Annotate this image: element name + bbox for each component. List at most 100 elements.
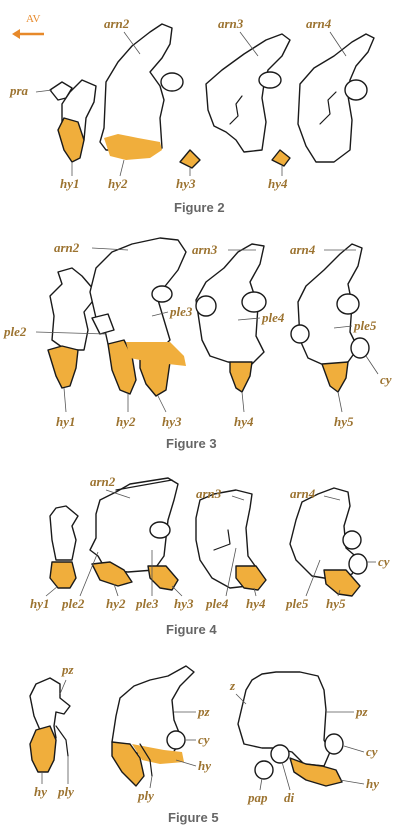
label-arn3: arn3 — [192, 242, 218, 257]
label-hy2: hy2 — [116, 414, 136, 429]
label-pz-a: pz — [61, 662, 75, 677]
leader-hy3 — [171, 585, 183, 597]
label-cy: cy — [380, 372, 392, 387]
label-arn3: arn3 — [218, 16, 244, 31]
leader-hy3 — [157, 395, 167, 413]
leader-arn2 — [123, 31, 141, 55]
vertebra-1 — [49, 505, 79, 561]
label-ply-a: ply — [57, 784, 74, 799]
hy5-element — [321, 361, 349, 393]
hy4-element — [235, 565, 267, 591]
figure-3: arn2 arn3 arn4 ple2 ple3 ple4 ple5 cy hy… — [3, 237, 392, 451]
vertebra-4-condyle — [290, 324, 310, 344]
label-z: z — [229, 678, 236, 693]
label-hy5: hy5 — [334, 414, 354, 429]
label-arn4: arn4 — [290, 486, 316, 501]
label-di: di — [284, 790, 295, 805]
label-hy4: hy4 — [246, 596, 266, 611]
leader-hy5 — [337, 589, 341, 597]
vertebra-2 — [89, 477, 179, 573]
ple-shading-2 — [126, 342, 186, 366]
label-hy3: hy3 — [176, 176, 196, 191]
label-hy3: hy3 — [162, 414, 182, 429]
vertebra-3-detail — [229, 95, 243, 125]
vertebra-a-ply — [55, 725, 69, 757]
vertebra-2-process — [151, 285, 173, 303]
hy-shading-b — [132, 744, 184, 764]
label-hy2: hy2 — [108, 176, 128, 191]
label-arn2: arn2 — [104, 16, 130, 31]
vertebra-3-process — [258, 71, 282, 89]
vertebra-4 — [289, 487, 361, 581]
leader-arn2 — [91, 247, 129, 251]
vertebra-4-detail — [319, 91, 337, 125]
label-pz-c: pz — [355, 704, 369, 719]
leader-hy2 — [119, 159, 125, 177]
leader-ple4 — [225, 547, 237, 597]
leader-di — [281, 761, 291, 791]
leader-ple5 — [305, 559, 321, 597]
figure-5: pz hy ply pz cy hy ply z pz cy hy pap di… — [29, 662, 379, 825]
vertebra-4-cy-process — [348, 553, 368, 575]
label-hy1: hy1 — [30, 596, 50, 611]
vertebra-c-pap-process — [254, 760, 274, 780]
caption-figure-4: Figure 4 — [166, 622, 217, 637]
leader-arn4 — [329, 31, 347, 57]
leader-arn2 — [105, 489, 131, 499]
leader-ple2 — [35, 331, 107, 335]
vertebra-3-detail — [213, 529, 231, 551]
hy2-element — [104, 134, 162, 160]
label-hy-b: hy — [198, 758, 211, 773]
leader-ple2 — [79, 551, 99, 597]
hy-element-a — [29, 725, 57, 773]
label-pap: pap — [247, 790, 268, 805]
hy1-element — [47, 345, 79, 389]
anterior-direction-indicator: AV — [12, 13, 44, 39]
vertebra-3 — [195, 489, 259, 589]
label-hy-c: hy — [366, 776, 379, 791]
leader-pra — [35, 89, 53, 93]
label-hy2: hy2 — [106, 596, 126, 611]
hy1-element — [57, 117, 85, 163]
label-ple5: ple5 — [353, 318, 377, 333]
leader-ple3 — [151, 311, 169, 317]
hy1-element — [49, 561, 77, 589]
label-ply-b: ply — [137, 788, 154, 803]
leader-hy4 — [253, 587, 257, 597]
leader-hy-c — [339, 779, 365, 785]
vertebra-4-process — [336, 293, 360, 315]
hy3-element — [147, 565, 179, 591]
leader-pz-a — [59, 679, 67, 695]
label-ple3: ple3 — [169, 304, 193, 319]
hy3-element — [179, 149, 201, 169]
label-ple5: ple5 — [285, 596, 309, 611]
label-ple4: ple4 — [261, 310, 285, 325]
leader-arn3 — [239, 31, 259, 57]
vertebra-c-di-process — [270, 744, 290, 764]
vertebra-3 — [205, 33, 291, 153]
leader-ple4 — [237, 317, 261, 321]
label-ple2: ple2 — [61, 596, 85, 611]
leader-pap — [259, 777, 263, 791]
leader-hy5 — [337, 391, 343, 413]
caption-figure-3: Figure 3 — [166, 436, 217, 451]
leader-arn4 — [323, 495, 341, 501]
vertebra-2-process — [149, 521, 171, 539]
figure-2: pra arn2 arn3 arn4 hy1 hy2 hy3 hy4 Figur… — [9, 16, 375, 215]
vertebra-2 — [99, 23, 173, 151]
leader-hy2 — [113, 583, 119, 597]
hy-element-c — [289, 757, 343, 787]
hy2-element — [91, 561, 133, 587]
caption-figure-5: Figure 5 — [168, 810, 219, 825]
label-hy-a: hy — [34, 784, 47, 799]
arrow-left-icon — [12, 29, 20, 39]
vertebra-1 — [49, 267, 95, 351]
vertebra-b-ply — [139, 743, 153, 777]
leader-hy4 — [241, 391, 245, 413]
label-hy4: hy4 — [268, 176, 288, 191]
label-ple3: ple3 — [135, 596, 159, 611]
label-arn4: arn4 — [290, 242, 316, 257]
leader-arn3 — [231, 495, 245, 501]
